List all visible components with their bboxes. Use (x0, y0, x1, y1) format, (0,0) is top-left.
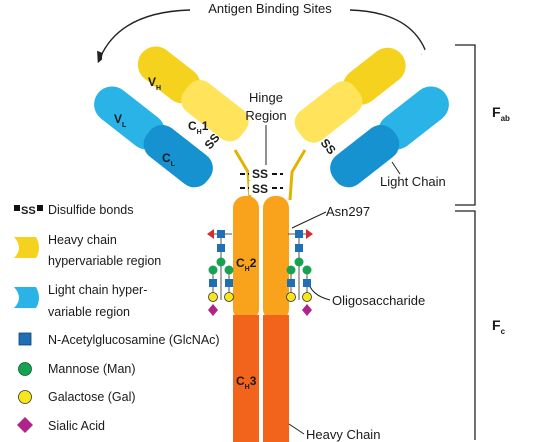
left-heavy-binding-cup (102, 48, 122, 68)
mannose-icon (208, 265, 218, 275)
light-chain-label: Light Chain (380, 174, 446, 189)
svg-text:Sialic Acid: Sialic Acid (48, 419, 105, 433)
mannose-icon (286, 265, 296, 275)
left-cl-domain (143, 125, 213, 188)
mannose-icon (302, 265, 312, 275)
galactose-icon (208, 292, 218, 302)
right-fab-arm (294, 47, 469, 188)
legend-mannose: Mannose (Man) (18, 362, 136, 376)
left-ch1-domain (181, 79, 249, 142)
galactose-icon (18, 390, 32, 404)
galactose-icon (224, 292, 234, 302)
legend-disulfide: SS Disulfide bonds (14, 203, 133, 217)
hinge-disulfide-bonds: SS SS (240, 166, 283, 196)
cl-label: CL (162, 151, 176, 168)
left-vl-domain (94, 86, 165, 150)
galactose-icon (302, 292, 312, 302)
hinge-label-line1: Hinge (249, 90, 283, 105)
hinge-ss-top: SS (252, 167, 268, 181)
fc-bracket: Fc (455, 210, 506, 440)
legend-galactose: Galactose (Gal) (18, 390, 136, 404)
glcnac-icon (295, 244, 303, 252)
svg-text:hypervariable region: hypervariable region (48, 254, 161, 268)
svg-text:Light chain hyper-: Light chain hyper- (48, 283, 147, 297)
svg-text:Mannose (Man): Mannose (Man) (48, 362, 136, 376)
heavy-chain-label: Heavy Chain (306, 427, 380, 442)
right-cl-domain (330, 125, 400, 188)
right-hinge-strand (288, 149, 307, 201)
legend-light-hv: Light chain hyper- variable region (14, 283, 147, 319)
svg-text:Disulfide bonds: Disulfide bonds (48, 203, 133, 217)
sialic-acid-icon (17, 417, 33, 433)
right-ch1-domain (294, 81, 363, 143)
right-vl-domain (378, 86, 449, 150)
sialic-acid-icon (302, 304, 312, 316)
glcnac-icon (217, 244, 225, 252)
glcnac-icon (303, 279, 311, 287)
binding-site-arrow-left (97, 9, 191, 64)
asn297-pointer (291, 211, 327, 229)
fucose-icon (207, 229, 214, 239)
ch2-label: CH2 (236, 256, 257, 273)
mannose-icon (216, 257, 226, 267)
heavy-hv-swatch (14, 237, 39, 258)
antigen-binding-sites-label: Antigen Binding Sites (208, 1, 332, 16)
left-vh-domain (137, 46, 201, 104)
svg-text:N-Acetylglucosamine (GlcNAc): N-Acetylglucosamine (GlcNAc) (48, 333, 220, 347)
left-glycan (207, 229, 234, 316)
glcnac-icon (209, 279, 217, 287)
fc-region (233, 196, 289, 442)
fucose-icon (306, 229, 313, 239)
ch1-label: CH1 (188, 119, 209, 136)
heavy-chain-pointer (288, 423, 305, 435)
galactose-icon (286, 292, 296, 302)
legend-heavy-hv: Heavy chain hypervariable region (14, 233, 161, 268)
right-glycan (286, 229, 313, 316)
ch3-label: CH3 (236, 374, 257, 391)
fc-label: Fc (492, 317, 506, 336)
right-ch2-domain (263, 196, 289, 321)
legend-sialic: Sialic Acid (17, 417, 105, 433)
right-heavy-binding-cup (421, 48, 441, 68)
right-light-binding-cup (449, 86, 469, 106)
right-vh-domain (342, 47, 406, 105)
legend-glcnac: N-Acetylglucosamine (GlcNAc) (18, 332, 220, 347)
svg-text:Heavy chain: Heavy chain (48, 233, 117, 247)
sialic-acid-icon (208, 304, 218, 316)
asn297-label: Asn297 (326, 204, 370, 219)
left-fab-arm (74, 46, 249, 188)
mannose-icon (224, 265, 234, 275)
svg-text:variable region: variable region (48, 305, 130, 319)
vl-label: VL (114, 112, 127, 129)
hinge-label-line2: Region (245, 108, 286, 123)
fab-bracket: Fab (455, 44, 510, 206)
hinge-ss-bottom: SS (252, 182, 268, 196)
vh-label: VH (148, 75, 161, 92)
mannose-icon (18, 362, 32, 376)
glcnac-icon (225, 279, 233, 287)
light-chain-pointer (391, 161, 401, 175)
right-ch3-domain (263, 315, 289, 442)
left-ch2-domain (233, 196, 259, 321)
glcnac-icon (287, 279, 295, 287)
glcnac-icon (217, 230, 225, 238)
light-hv-swatch (14, 287, 39, 308)
glcnac-icon (18, 332, 32, 346)
legend: SS Disulfide bonds Heavy chain hypervari… (14, 203, 220, 433)
glcnac-icon (295, 230, 303, 238)
fab-label: Fab (492, 104, 510, 123)
oligosaccharide-label: Oligosaccharide (332, 293, 425, 308)
svg-text:SS: SS (21, 205, 36, 217)
mannose-icon (294, 257, 304, 267)
left-ch3-domain (233, 315, 259, 442)
svg-text:Galactose (Gal): Galactose (Gal) (48, 390, 136, 404)
left-light-binding-cup (74, 86, 94, 106)
binding-site-arrow-right (349, 9, 432, 64)
